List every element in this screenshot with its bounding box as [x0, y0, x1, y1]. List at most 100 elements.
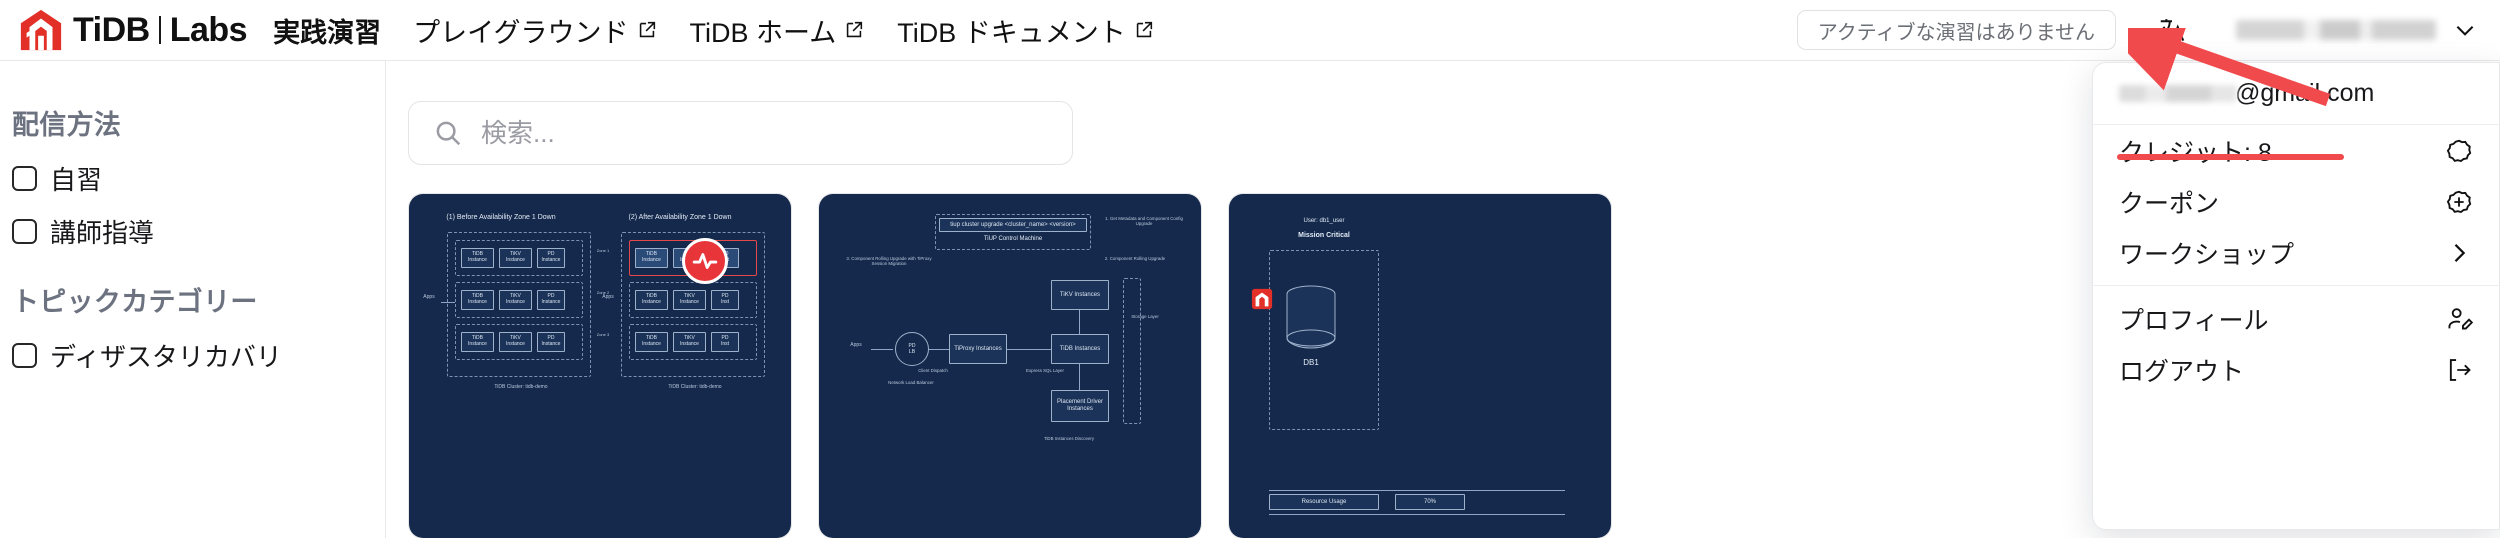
filter-sidebar: 配信方法 自習 講師指導 トピックカテゴリー ディザスタリカバリ — [0, 61, 385, 538]
db-label: DB1 — [1303, 358, 1319, 367]
user-label: User: db1_user — [1303, 218, 1345, 224]
checkbox-icon[interactable] — [12, 219, 37, 244]
brand-name: TiDB — [73, 10, 150, 49]
email-domain: @gmail.com — [2235, 79, 2375, 107]
menu-item-label: ログアウト — [2119, 357, 2245, 386]
node-pd: Placement Driver Instances — [1051, 390, 1109, 422]
filter-option-instructor-led[interactable]: 講師指導 — [12, 213, 385, 250]
nav-label: プレイグラウンド — [413, 17, 629, 48]
menu-item-profile[interactable]: プロフィール — [2093, 293, 2499, 344]
nav-item-exercises[interactable]: 実践演習 — [273, 11, 381, 50]
activity-icon — [692, 253, 718, 269]
translate-button[interactable] — [2152, 10, 2192, 50]
user-name-redacted — [2236, 20, 2436, 40]
menu-item-credits[interactable]: クレジット: 8 — [2093, 125, 2499, 176]
checkbox-icon[interactable] — [12, 166, 37, 191]
nav-item-tidb-docs[interactable]: TiDB ドキュメント — [897, 11, 1155, 50]
filter-group-title: トピックカテゴリー — [12, 287, 258, 317]
main-content: (1) Before Availability Zone 1 Down (2) … — [386, 61, 2500, 538]
translate-icon — [2160, 19, 2185, 41]
brand-logo[interactable]: TiDB Labs — [18, 7, 248, 53]
menu-item-logout[interactable]: ログアウト — [2093, 344, 2499, 395]
node-tiproxy: TiProxy Instances — [949, 334, 1007, 364]
menu-item-coupon[interactable]: クーポン — [2093, 176, 2499, 227]
nav-label: TiDB ドキュメント — [897, 17, 1126, 48]
card-thumbnail: tiup cluster upgrade <cluster_name> <ver… — [819, 194, 1201, 538]
mission-label: Mission Critical — [1298, 232, 1350, 239]
search-input[interactable] — [481, 117, 1048, 149]
checkbox-icon[interactable] — [12, 343, 37, 368]
tidb-logo-icon — [20, 9, 62, 51]
filter-option-disaster-recovery[interactable]: ディザスタリカバリ — [12, 337, 385, 374]
search-icon — [436, 121, 461, 146]
external-link-icon — [847, 21, 863, 38]
card-thumbnail: (1) Before Availability Zone 1 Down (2) … — [409, 194, 791, 538]
exercise-card-grid: (1) Before Availability Zone 1 Down (2) … — [408, 193, 1612, 538]
brand-divider — [158, 16, 161, 44]
menu-item-label: プロフィール — [2119, 306, 2269, 335]
brand-sub: Labs — [169, 10, 248, 49]
filter-group-topic: トピックカテゴリー ディザスタリカバリ — [0, 280, 385, 374]
primary-nav: 実践演習 プレイグラウンド TiDB ホーム TiDB ドキュメント — [273, 11, 1187, 50]
diagram-tiup-upgrade: tiup cluster upgrade <cluster_name> <ver… — [819, 194, 1201, 538]
card-thumbnail: User: db1_user Mission Critical DB1 — [1229, 194, 1611, 538]
logout-icon — [2449, 358, 2471, 381]
chevron-right-icon — [2454, 243, 2466, 262]
sidebar-divider — [385, 61, 386, 538]
filter-option-label: ディザスタリカバリ — [50, 342, 282, 372]
diagram-footer-left: TiDB Cluster: tidb-demo — [494, 384, 548, 390]
menu-separator — [2093, 285, 2499, 286]
external-link-icon — [1136, 21, 1152, 38]
user-menu-trigger[interactable] — [2236, 17, 2478, 43]
lb-label: Network Load Balancer — [888, 380, 934, 385]
step-label: 2. Component Rolling Upgrade — [1104, 256, 1166, 261]
filter-group-title: 配信方法 — [12, 110, 122, 140]
diagram-availability-zone: (1) Before Availability Zone 1 Down (2) … — [409, 194, 791, 538]
tidb-mark-icon — [1251, 288, 1273, 310]
user-edit-icon — [2448, 307, 2473, 329]
filter-option-label: 自習 — [50, 165, 103, 195]
tiup-subheader: TiUP Control Machine — [983, 236, 1043, 242]
user-dropdown-menu: @gmail.com クレジット: 8 クーポン ワークショップ プロフィール — [2092, 62, 2500, 530]
resource-usage-label: Resource Usage — [1269, 494, 1379, 510]
tiup-command: tiup cluster upgrade <cluster_name> <ver… — [939, 218, 1087, 232]
brand-text: TiDB Labs — [73, 10, 248, 50]
menu-item-label: クーポン — [2119, 189, 2220, 218]
diagram-title-left: (1) Before Availability Zone 1 Down — [446, 214, 556, 221]
database-cylinder-icon — [1286, 285, 1336, 349]
credit-coin-icon — [2446, 139, 2472, 162]
menu-item-label: クレジット: 8 — [2119, 138, 2272, 167]
nav-item-tidb-home[interactable]: TiDB ホーム — [690, 11, 866, 50]
exercise-card[interactable]: tiup cluster upgrade <cluster_name> <ver… — [818, 193, 1202, 538]
menu-item-label: ワークショップ — [2119, 240, 2295, 269]
resource-usage-value: 70% — [1395, 494, 1465, 510]
filter-option-label: 講師指導 — [50, 218, 155, 248]
nav-label: 実践演習 — [273, 17, 382, 48]
exercise-card[interactable]: User: db1_user Mission Critical DB1 — [1228, 193, 1612, 538]
alert-badge — [682, 238, 728, 284]
chevron-down-icon — [2456, 26, 2474, 36]
menu-email-row: @gmail.com — [2093, 63, 2499, 125]
exercise-card[interactable]: (1) Before Availability Zone 1 Down (2) … — [408, 193, 792, 538]
apps-label: Apps — [423, 294, 435, 300]
external-link-icon — [639, 21, 655, 38]
node-tikv: TiKV Instances — [1051, 280, 1109, 310]
filter-group-delivery: 配信方法 自習 講師指導 — [0, 103, 385, 250]
search-box[interactable] — [408, 101, 1073, 165]
layer-label: Express SQL Layer — [1026, 368, 1064, 373]
active-exercise-status-button[interactable]: アクティブな演習はありません — [1796, 10, 2116, 50]
menu-item-workshop[interactable]: ワークショップ — [2093, 227, 2499, 278]
diagram-mission-critical: User: db1_user Mission Critical DB1 — [1229, 194, 1611, 538]
step-label: 1. Get Metadata and Component Config Upg… — [1105, 216, 1183, 227]
coupon-plus-icon — [2446, 190, 2472, 213]
layer-label: Storage Layer — [1131, 314, 1159, 319]
step-label: 3. Component Rolling Upgrade with TiProx… — [846, 256, 932, 267]
nav-item-playground[interactable]: プレイグラウンド — [413, 11, 657, 50]
filter-option-self-study[interactable]: 自習 — [12, 160, 385, 197]
app-header: TiDB Labs 実践演習 プレイグラウンド TiDB ホーム — [0, 0, 2500, 61]
apps-label: Apps — [850, 342, 862, 348]
diagram-footer-right: TiDB Cluster: tidb-demo — [668, 384, 722, 390]
node-tidb: TiDB Instances — [1051, 334, 1109, 364]
apps-label: Apps — [602, 294, 614, 300]
nav-label: TiDB ホーム — [689, 17, 837, 48]
